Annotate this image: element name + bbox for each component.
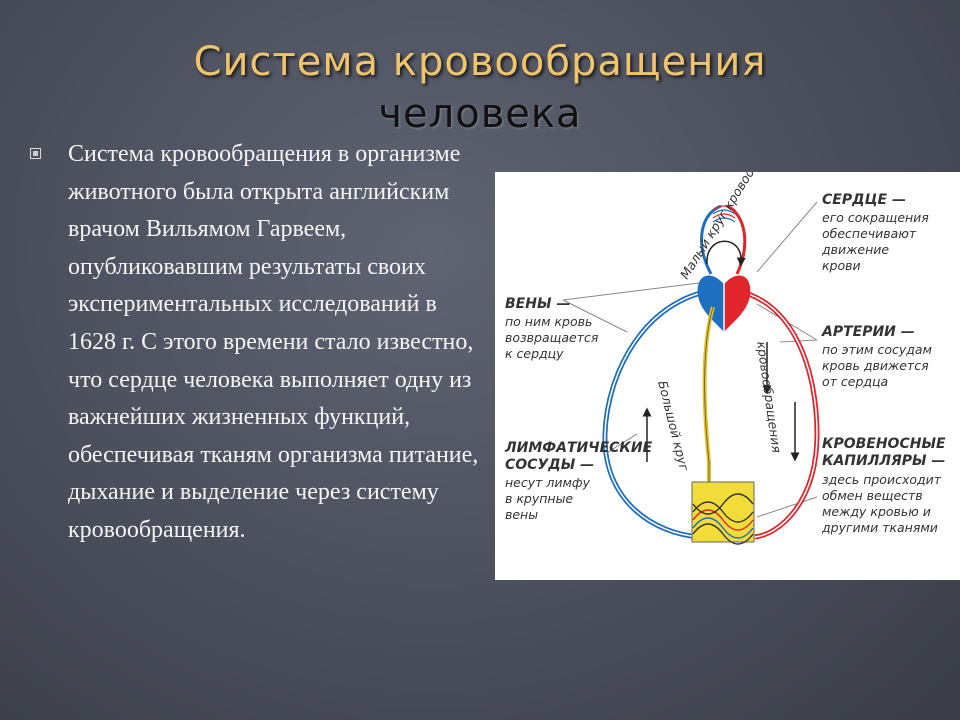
large-circle-label-right: кровообращения [754,340,785,454]
leader-lines [562,201,818,518]
lymph-title-2: СОСУДЫ — [505,457,594,473]
capillary-network [692,493,754,545]
capillaries-line-1: здесь происходит [822,472,942,487]
veins-line-1: по ним кровь [505,314,592,329]
heart-line-4: крови [822,258,861,273]
large-circle-label-left: Большой круг [655,379,692,473]
lymph-line-2: в крупные [505,491,573,506]
heart-right-half [724,275,751,332]
capillaries-title-2: КАПИЛЛЯРЫ — [822,453,945,469]
heart-line-3: движение [821,242,889,257]
circulation-diagram: Малый круг кровообращения Большой круг к… [495,172,960,580]
lung-capillaries [712,205,736,223]
veins-line-3: к сердцу [505,346,564,361]
heart-line-1: его сокращения [822,210,929,225]
venous-vessel-inner [604,289,716,538]
heart-title: СЕРДЦЕ — [822,192,906,208]
slide-title: Система кровообращения человека [120,36,840,140]
small-circle-label: Малый круг кровообращения [677,172,793,282]
arteries-line-3: от сердца [822,374,888,389]
capillaries-line-3: между кровью и [822,504,931,519]
lymph-line-3: вены [505,507,538,522]
title-line-1: Система кровообращения [193,39,767,85]
heart-left-half [697,275,724,332]
capillaries-line-2: обмен веществ [822,488,923,503]
arteries-title: АРТЕРИИ — [821,324,915,340]
arteries-line-1: по этим сосудам [822,342,932,357]
arterial-vessel-inner [732,289,818,538]
title-line-2: человека [378,91,582,137]
square-bullet-icon [30,148,41,159]
heart-line-2: обеспечивают [822,226,917,241]
lymph-title-1: ЛИМФАТИЧЕСКИЕ [504,440,653,456]
bullet-text: Система кровообращения в организме живот… [68,141,479,543]
small-circle-arrow [706,240,746,267]
capillaries-line-4: другими тканями [821,520,938,535]
capillaries-title-1: КРОВЕНОСНЫЕ [822,436,946,452]
circulation-svg: Малый круг кровообращения Большой круг к… [504,172,946,545]
veins-title: ВЕНЫ — [505,296,570,312]
veins-line-2: возвращается [505,330,599,345]
bullet-list: Система кровообращения в организме живот… [30,136,490,550]
arteries-line-2: кровь движется [822,358,929,373]
lymph-line-1: несут лимфу [505,475,591,490]
